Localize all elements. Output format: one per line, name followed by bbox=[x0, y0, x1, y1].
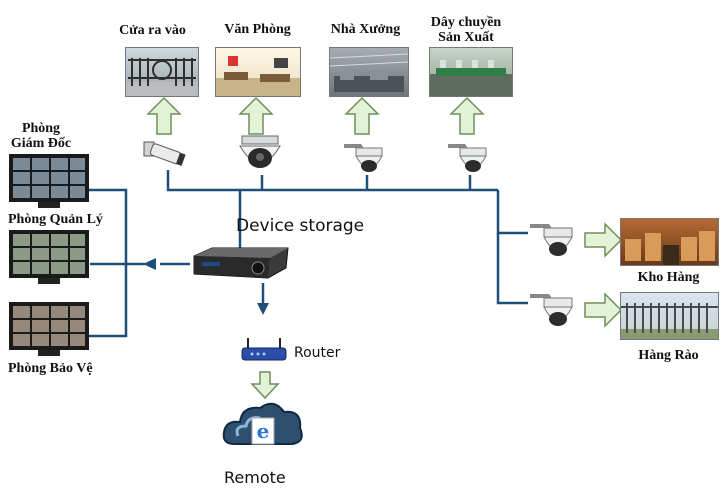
right-arrow-icon bbox=[584, 292, 623, 328]
up-arrow-icon bbox=[146, 96, 182, 135]
remote-label: Remote bbox=[224, 468, 286, 487]
router-icon bbox=[241, 338, 287, 361]
ptz-camera-icon bbox=[530, 224, 573, 256]
monitor-icon bbox=[9, 230, 89, 284]
down-arrow-icon bbox=[250, 371, 280, 400]
dome-camera-icon bbox=[239, 135, 281, 168]
factory-photo bbox=[329, 47, 409, 97]
ptz-camera-icon bbox=[448, 144, 487, 172]
bullet-camera-icon bbox=[143, 141, 186, 166]
location-label-entrance: Cửa ra vào bbox=[119, 23, 186, 38]
dvr-icon bbox=[193, 247, 289, 279]
svg-text:e: e bbox=[257, 419, 270, 443]
entrance-gate-photo bbox=[125, 47, 199, 97]
monitor-icon bbox=[9, 302, 89, 356]
fence-photo bbox=[620, 292, 719, 340]
location-label-warehouse: Kho Hàng bbox=[637, 270, 700, 285]
location-label-fence: Hàng Rào bbox=[638, 348, 699, 363]
up-arrow-icon bbox=[238, 96, 274, 135]
router-label: Router bbox=[294, 345, 341, 361]
up-arrow-icon bbox=[449, 96, 485, 135]
monitor-icon bbox=[9, 154, 89, 208]
device-storage-label: Device storage bbox=[236, 216, 365, 236]
location-label-production-line: Dây chuyền Sản Xuất bbox=[430, 15, 502, 45]
cloud-internet-icon: e bbox=[222, 402, 303, 445]
production-line-photo bbox=[429, 47, 513, 97]
right-arrow-icon bbox=[584, 222, 623, 258]
location-label-security-room: Phòng Bảo Vệ bbox=[8, 361, 93, 376]
location-label-director-room: Phòng Giám Đốc bbox=[10, 121, 72, 151]
location-label-office: Văn Phòng bbox=[224, 22, 291, 37]
location-label-manager-room: Phòng Quản Lý bbox=[8, 212, 103, 227]
warehouse-photo bbox=[620, 218, 719, 266]
ptz-camera-icon bbox=[344, 144, 383, 172]
up-arrow-icon bbox=[344, 96, 380, 135]
office-photo bbox=[215, 47, 301, 97]
ptz-camera-icon bbox=[530, 294, 573, 326]
location-label-factory: Nhà Xưởng bbox=[330, 22, 401, 37]
